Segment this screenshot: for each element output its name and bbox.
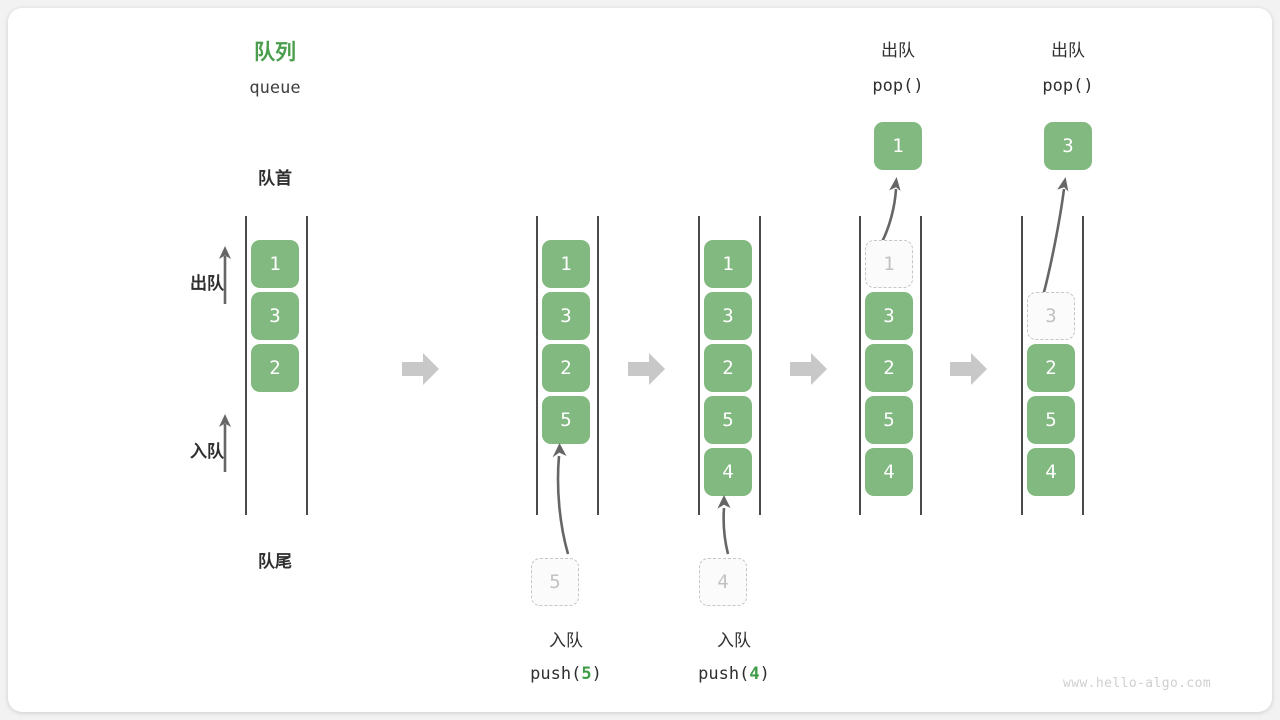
operation-label-code: push(4) (662, 664, 806, 685)
pop-arrow-icon (1026, 174, 1076, 298)
queue-rail-left (1021, 216, 1023, 515)
operation-label-cn: 入队 (549, 631, 583, 650)
step-arrow-icon (628, 352, 666, 386)
queue-cell: 5 (1027, 396, 1075, 444)
dequeue-direction-arrow-icon (214, 244, 236, 306)
queue-cell: 5 (704, 396, 752, 444)
step-arrow-icon (790, 352, 828, 386)
queue-cell-ghost: 3 (1027, 292, 1075, 340)
queue-cell: 5 (865, 396, 913, 444)
diagram-title-en: queue (249, 78, 301, 98)
queue-rail-left (698, 216, 700, 515)
incoming-element-ghost: 4 (699, 558, 747, 606)
queue-cell: 1 (542, 240, 590, 288)
dequeue-direction-label: 出队 (190, 274, 224, 293)
operation-label-cn: 入队 (717, 631, 751, 650)
op-code-prefix: push( (530, 664, 582, 684)
operation-label-code: push(5) (494, 664, 638, 685)
queue-rail-left (245, 216, 247, 515)
queue-cell: 3 (704, 292, 752, 340)
operation-label-code: pop() (1042, 76, 1094, 96)
queue-cell: 2 (251, 344, 299, 392)
queue-rear-label: 队尾 (258, 552, 292, 571)
op-code-suffix: ) (759, 664, 770, 684)
enqueue-direction-label: 入队 (190, 442, 224, 461)
push-arrow-icon (548, 440, 588, 556)
operation-label-cn: 出队 (881, 41, 915, 60)
queue-cell: 2 (865, 344, 913, 392)
popped-element: 3 (1044, 122, 1092, 170)
incoming-element-ghost: 5 (531, 558, 579, 606)
op-code-prefix: push( (698, 664, 750, 684)
queue-front-label: 队首 (258, 169, 292, 188)
queue-cell: 4 (865, 448, 913, 496)
push-arrow-icon (710, 492, 744, 556)
queue-rail-right (597, 216, 599, 515)
queue-rail-left (536, 216, 538, 515)
queue-rail-right (306, 216, 308, 515)
queue-rail-right (1082, 216, 1084, 515)
queue-cell: 2 (542, 344, 590, 392)
queue-rail-right (920, 216, 922, 515)
queue-cell: 4 (1027, 448, 1075, 496)
step-arrow-icon (402, 352, 440, 386)
op-code-suffix: ) (591, 664, 602, 684)
queue-cell: 3 (251, 292, 299, 340)
queue-rail-left (859, 216, 861, 515)
queue-cell: 3 (542, 292, 590, 340)
pop-arrow-icon (870, 174, 904, 244)
diagram-title-cn: 队列 (254, 41, 296, 64)
queue-cell: 1 (704, 240, 752, 288)
enqueue-direction-arrow-icon (214, 412, 236, 474)
queue-cell: 4 (704, 448, 752, 496)
step-arrow-icon (950, 352, 988, 386)
operation-label-cn: 出队 (1051, 41, 1085, 60)
queue-cell-ghost: 1 (865, 240, 913, 288)
op-code-arg: 4 (749, 664, 760, 684)
queue-rail-right (759, 216, 761, 515)
popped-element: 1 (874, 122, 922, 170)
operation-label-code: pop() (872, 76, 924, 96)
queue-cell: 3 (865, 292, 913, 340)
queue-cell: 5 (542, 396, 590, 444)
diagram-card: 队列 queue 队首 队尾 出队 入队 1 3 2 (8, 8, 1272, 712)
queue-cell: 2 (1027, 344, 1075, 392)
queue-cell: 2 (704, 344, 752, 392)
op-code-arg: 5 (581, 664, 592, 684)
watermark: www.hello-algo.com (1063, 676, 1212, 691)
queue-cell: 1 (251, 240, 299, 288)
